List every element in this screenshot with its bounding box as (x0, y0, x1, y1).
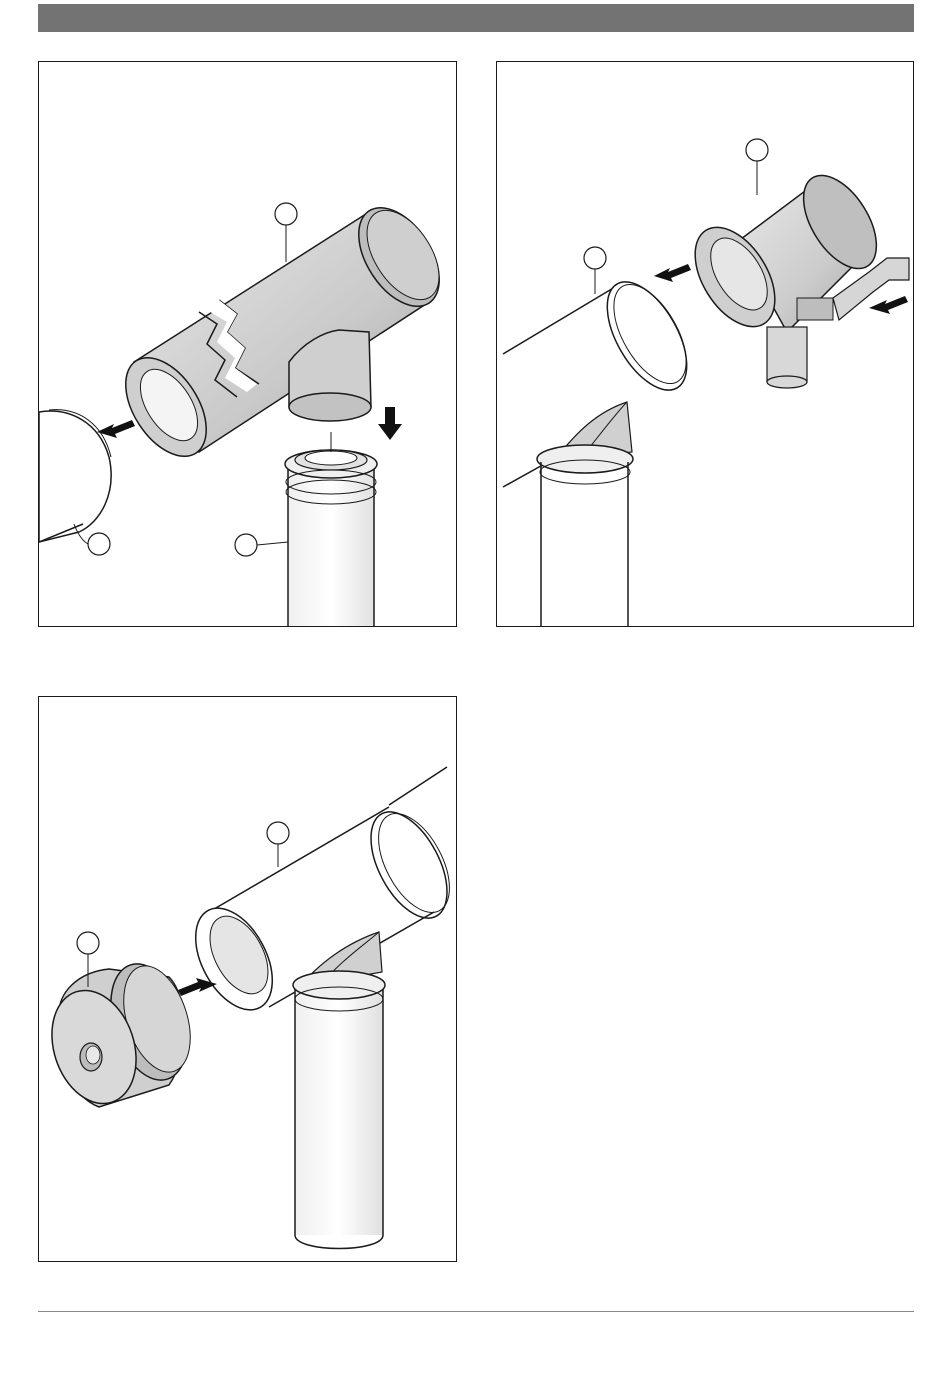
callout-1 (746, 139, 768, 195)
arrow-down-left-icon (869, 296, 908, 314)
callout-3 (235, 534, 288, 556)
arrow-left-icon (654, 264, 691, 282)
condensate-trap (679, 163, 909, 388)
vertical-pipe (537, 445, 633, 627)
footer-rule (38, 1311, 914, 1312)
vertical-pipe (285, 432, 377, 627)
vertical-pipe (293, 971, 385, 1249)
figure-panel-3 (38, 696, 457, 1262)
end-cap-fitting-illustration (39, 697, 457, 1262)
tee-pipe-disassembly-illustration (39, 62, 457, 627)
end-cap (39, 954, 203, 1114)
header-bar (38, 4, 914, 32)
left-pipe-end (39, 410, 111, 542)
figure-panel-2 (496, 61, 914, 627)
tee-pipe (109, 193, 456, 470)
condensate-trap-removal-illustration (497, 62, 914, 627)
callout-1 (275, 203, 297, 262)
figure-panel-1 (38, 61, 457, 627)
callout-2 (584, 247, 606, 294)
arrow-down-icon (378, 407, 402, 440)
